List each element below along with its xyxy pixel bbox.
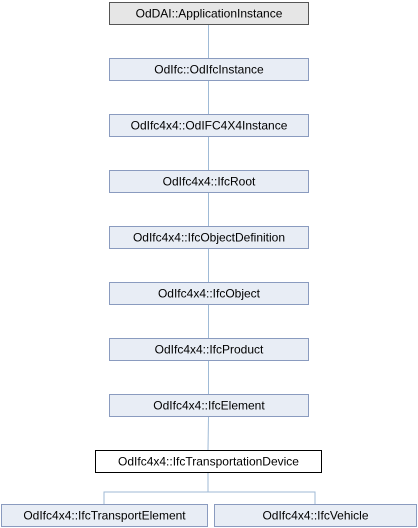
class-node-label: OdIfc4x4::IfcRoot — [163, 175, 256, 189]
class-node-box[interactable] — [214, 504, 417, 527]
class-node-label: OdIfc::OdIfcInstance — [154, 63, 264, 77]
class-node-label: OdIfc4x4::OdIFC4X4Instance — [131, 119, 288, 133]
class-node-label: OdIfc4x4::IfcTransportationDevice — [118, 455, 299, 469]
class-node-ifc-root[interactable]: OdIfc4x4::IfcRoot — [109, 170, 309, 193]
class-node-label: OdIfc4x4::IfcObjectDefinition — [133, 231, 285, 245]
class-node-box[interactable] — [109, 2, 309, 25]
class-node-application-instance[interactable]: OdDAI::ApplicationInstance — [109, 2, 309, 25]
class-node-ifc-vehicle[interactable]: OdIfc4x4::IfcVehicle — [214, 504, 417, 527]
class-node-box[interactable] — [109, 338, 309, 361]
class-node-label: OdIfc4x4::IfcTransportElement — [23, 509, 186, 523]
class-node-box[interactable] — [109, 114, 309, 137]
class-node-box[interactable] — [109, 58, 309, 81]
class-node-label: OdIfc4x4::IfcProduct — [155, 343, 264, 357]
class-node-box[interactable] — [109, 170, 309, 193]
class-node-ifc-element[interactable]: OdIfc4x4::IfcElement — [109, 394, 309, 417]
class-node-box[interactable] — [1, 504, 208, 527]
class-node-box[interactable] — [109, 394, 309, 417]
class-node-label: OdIfc4x4::IfcObject — [158, 287, 261, 301]
class-node-odifc4x4-instance[interactable]: OdIfc4x4::OdIFC4X4Instance — [109, 114, 309, 137]
class-node-ifc-object-definition[interactable]: OdIfc4x4::IfcObjectDefinition — [109, 226, 309, 249]
class-node-ifc-transport-element[interactable]: OdIfc4x4::IfcTransportElement — [1, 504, 208, 527]
class-node-label: OdIfc4x4::IfcVehicle — [262, 509, 368, 523]
class-node-box[interactable] — [95, 450, 322, 473]
class-node-label: OdDAI::ApplicationInstance — [136, 7, 283, 21]
class-node-ifc-transportation-device[interactable]: OdIfc4x4::IfcTransportationDevice — [95, 450, 322, 473]
inheritance-edge-ifc-transportation-device-to-ifc-element — [208, 417, 209, 451]
inheritance-edge-ifc-vehicle-to-ifc-transportation-device — [208, 473, 316, 504]
edges-layer — [103, 25, 316, 504]
class-node-box[interactable] — [109, 226, 309, 249]
class-node-label: OdIfc4x4::IfcElement — [153, 399, 265, 413]
class-node-ifc-product[interactable]: OdIfc4x4::IfcProduct — [109, 338, 309, 361]
class-node-box[interactable] — [109, 282, 309, 305]
inheritance-edge-ifc-transport-element-to-ifc-transportation-device — [103, 473, 208, 504]
class-node-odifc-instance[interactable]: OdIfc::OdIfcInstance — [109, 58, 309, 81]
class-node-ifc-object[interactable]: OdIfc4x4::IfcObject — [109, 282, 309, 305]
